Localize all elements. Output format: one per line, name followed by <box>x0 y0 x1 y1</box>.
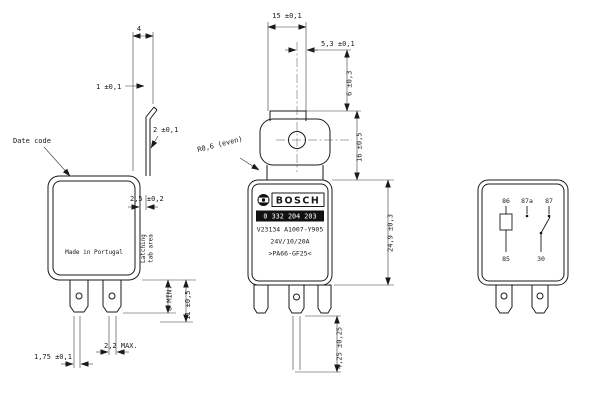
front-view-dimension-lines <box>239 22 394 373</box>
front-body-inner <box>251 183 329 282</box>
pin-hole <box>75 292 83 300</box>
dim-fillet-label: R0,6 (even) <box>197 135 244 154</box>
brand-label: BOSCH <box>276 196 321 207</box>
terminal-87a-label: 87a <box>521 197 533 205</box>
front-view: BOSCH 0 332 204 203 V23134 A1007-Y905 24… <box>197 12 395 373</box>
made-in-label: Made in Portugal <box>65 249 123 256</box>
pin-hole <box>500 292 508 300</box>
latching-tab-area-label-2: tab area <box>148 234 155 263</box>
switch-arm <box>540 216 551 234</box>
dim-pin-length-label: 11 ±0,5 <box>184 290 192 320</box>
bracket-head <box>259 118 331 166</box>
left-view-dimension-lines <box>43 32 196 368</box>
part-number-strip <box>256 210 324 222</box>
terminal-85-label: 85 <box>502 255 510 263</box>
pin <box>531 284 549 314</box>
dim-pin-free-label: 8 MIN. <box>166 286 174 311</box>
right-body-inner <box>481 183 565 282</box>
bracket-connectors <box>266 165 324 180</box>
pin <box>495 284 513 314</box>
contact-dot <box>525 214 529 218</box>
terminal-view: 86 87a 87 85 30 <box>477 179 569 314</box>
latching-tab-profile <box>145 106 158 176</box>
coil-symbol <box>499 213 513 231</box>
dim-bracket-height-label: 16 ±0,5 <box>356 132 364 162</box>
latching-tab-area-label-1: Latching <box>140 234 147 263</box>
dim-pin-width-label: 1,75 ±0,1 <box>34 353 72 361</box>
left-side-view: 4 1 ±0,1 2 ±0,1 2,5 ±0,2 Date code Made … <box>13 25 196 368</box>
dim-bracket-width-label: 15 ±0,1 <box>272 12 302 20</box>
pivot-dot <box>539 231 543 235</box>
pin <box>253 284 269 314</box>
dim-tab-gap-label: 2,5 ±0,2 <box>130 195 164 203</box>
pin-hole <box>293 293 300 301</box>
pin <box>288 284 305 314</box>
terminal-86-label: 86 <box>502 197 510 205</box>
circuit-diagram <box>499 206 551 252</box>
pin-hole <box>536 292 544 300</box>
dim-pin-tip-label: 4,25 ±0,25 <box>336 327 344 369</box>
date-code-label: Date code <box>13 137 51 145</box>
dim-tab-bend-label: 2 ±0,1 <box>153 126 178 134</box>
terminal-30-label: 30 <box>537 255 545 263</box>
part-number-label: 0 332 204 203 <box>263 213 316 221</box>
dim-hole-width-label: 2,2 MAX. <box>104 342 138 350</box>
pin <box>317 284 332 314</box>
left-body-inner <box>52 180 136 276</box>
dim-hole-top-label: 6 ±0,3 <box>346 71 354 96</box>
dim-hole-offset-label: 5,3 ±0,1 <box>321 40 355 48</box>
bracket-hole <box>288 131 306 149</box>
pin-hole <box>108 292 116 300</box>
dim-body-height-label: 24,9 ±0,3 <box>387 214 395 252</box>
type-code-label: V23134 A1007-Y905 <box>257 226 324 234</box>
pin <box>69 279 89 313</box>
brand-box <box>271 192 325 207</box>
contact-dot <box>547 214 551 218</box>
bracket-neck <box>269 110 307 121</box>
terminal-87-label: 87 <box>545 197 553 205</box>
pin <box>102 279 122 313</box>
left-body-outer <box>47 175 141 281</box>
material-label: >PA66-GF25< <box>268 250 311 258</box>
right-body-outer <box>477 179 569 286</box>
dim-tab-thickness-label: 1 ±0,1 <box>96 83 121 91</box>
bosch-logo-core <box>261 198 266 202</box>
dim-tab-offset-label: 4 <box>137 25 141 33</box>
rating-label: 24V/10/20A <box>270 238 309 246</box>
